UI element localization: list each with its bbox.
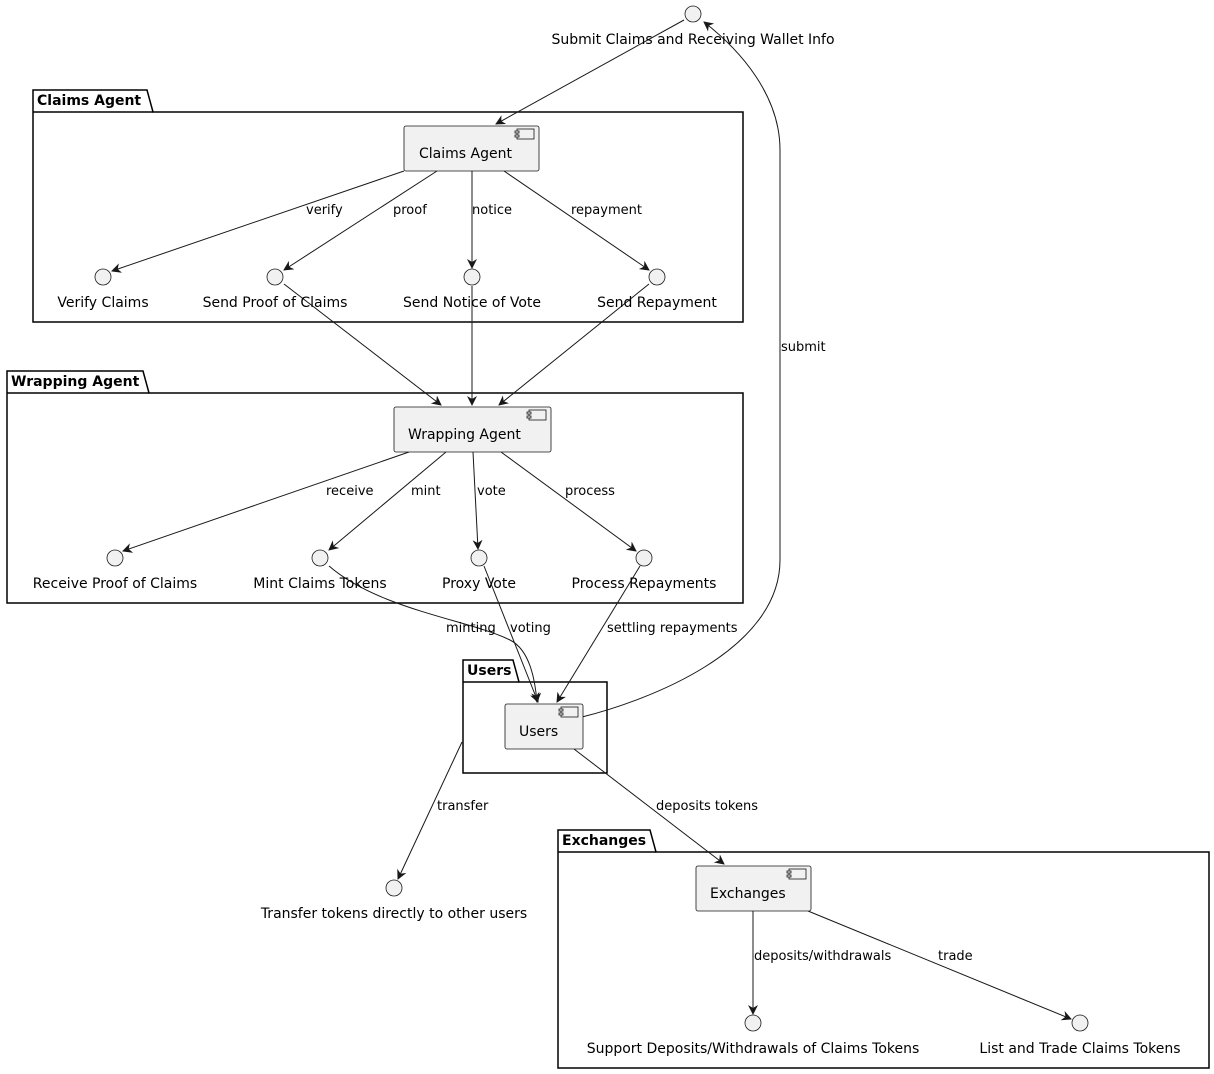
edge-proof xyxy=(283,170,438,271)
interface-mint[interactable]: Mint Claims Tokens xyxy=(253,549,387,592)
package-label-exchanges: Exchanges xyxy=(562,833,646,849)
edge-submit-to-claims xyxy=(495,19,685,125)
component-users[interactable]: Users xyxy=(504,703,584,750)
edge-label-vote: vote xyxy=(477,484,506,499)
interface-label-receive-proof: Receive Proof of Claims xyxy=(33,576,197,592)
component-label-claims: Claims Agent xyxy=(419,146,512,162)
edge-verify xyxy=(111,170,405,273)
interface-label-support-deposits: Support Deposits/Withdrawals of Claims T… xyxy=(587,1041,920,1057)
edge-label-minting: minting xyxy=(446,621,496,636)
edge-repayment xyxy=(503,170,650,271)
component-exchanges[interactable]: Exchanges xyxy=(695,865,812,912)
edge-label-transfer: transfer xyxy=(437,799,489,814)
interface-label-send-notice: Send Notice of Vote xyxy=(403,295,541,311)
edge-label-deposits-tokens: deposits tokens xyxy=(656,799,758,814)
interface-label-transfer: Transfer tokens directly to other users xyxy=(260,906,527,922)
interface-process-repayments[interactable]: Process Repayments xyxy=(572,549,717,592)
edge-label-voting: voting xyxy=(510,621,551,636)
component-label-users: Users xyxy=(519,724,558,740)
edge-label-deposits-withdrawals: deposits/withdrawals xyxy=(754,949,891,964)
interface-list-trade[interactable]: List and Trade Claims Tokens xyxy=(979,1014,1181,1057)
edge-proof-to-wrapping xyxy=(283,283,442,406)
interface-label-list-trade: List and Trade Claims Tokens xyxy=(979,1041,1180,1057)
edge-label-proof: proof xyxy=(393,203,427,218)
interface-proxy-vote[interactable]: Proxy Vote xyxy=(442,549,516,592)
interface-label-process-repayments: Process Repayments xyxy=(572,576,717,592)
edge-label-submit: submit xyxy=(781,340,826,355)
interface-label-submit: Submit Claims and Receiving Wallet Info xyxy=(551,32,834,48)
package-wrapping-agent: Wrapping Agent xyxy=(6,370,744,604)
component-icon xyxy=(516,128,535,140)
component-label-wrapping: Wrapping Agent xyxy=(408,427,521,443)
interface-send-notice[interactable]: Send Notice of Vote xyxy=(403,268,541,311)
component-claims-agent[interactable]: Claims Agent xyxy=(403,125,540,172)
edge-minting xyxy=(328,565,542,703)
interface-label-send-repayment: Send Repayment xyxy=(597,295,717,311)
edge-label-receive: receive xyxy=(326,484,374,499)
interface-label-verify: Verify Claims xyxy=(57,295,148,311)
component-icon xyxy=(560,706,579,718)
edge-label-process: process xyxy=(565,484,615,499)
component-wrapping-agent[interactable]: Wrapping Agent xyxy=(393,406,552,453)
edge-label-settling: settling repayments xyxy=(607,621,738,636)
package-label-claims: Claims Agent xyxy=(37,93,141,109)
edge-label-trade: trade xyxy=(938,949,973,964)
package-claims-agent: Claims Agent xyxy=(32,89,744,323)
edge-label-notice: notice xyxy=(472,203,512,218)
edge-transfer xyxy=(397,741,463,880)
interface-label-proxy-vote: Proxy Vote xyxy=(442,576,516,592)
edge-settling xyxy=(556,565,641,703)
edge-process xyxy=(500,451,637,552)
edge-repayment-to-wrapping xyxy=(498,283,650,406)
component-label-exchanges: Exchanges xyxy=(710,886,786,902)
edges xyxy=(111,19,1072,1021)
interface-receive-proof[interactable]: Receive Proof of Claims xyxy=(33,549,197,592)
edge-vote xyxy=(472,451,483,550)
edge-receive xyxy=(122,451,410,553)
interface-send-repayment[interactable]: Send Repayment xyxy=(597,268,717,311)
edge-submit-loop xyxy=(581,21,781,718)
interface-label-send-proof: Send Proof of Claims xyxy=(203,295,348,311)
edge-label-mint: mint xyxy=(411,484,441,499)
interface-submit[interactable]: Submit Claims and Receiving Wallet Info xyxy=(551,5,835,48)
interface-transfer[interactable]: Transfer tokens directly to other users xyxy=(260,879,527,922)
interface-label-mint: Mint Claims Tokens xyxy=(253,576,386,592)
interface-support-deposits[interactable]: Support Deposits/Withdrawals of Claims T… xyxy=(587,1014,920,1057)
edge-label-repayment: repayment xyxy=(571,203,642,218)
package-label-wrapping: Wrapping Agent xyxy=(11,374,140,390)
edge-voting xyxy=(483,565,540,703)
package-label-users: Users xyxy=(467,663,511,679)
component-icon xyxy=(528,409,547,421)
component-icon xyxy=(788,868,807,880)
edge-trade xyxy=(807,910,1072,1021)
edge-deposits-tokens xyxy=(573,748,725,865)
edge-mint xyxy=(328,451,447,551)
interface-verify[interactable]: Verify Claims xyxy=(57,268,149,311)
interface-send-proof[interactable]: Send Proof of Claims xyxy=(203,268,348,311)
edge-labels: verify proof notice repayment submit rec… xyxy=(306,203,973,964)
edge-label-verify: verify xyxy=(306,203,343,218)
